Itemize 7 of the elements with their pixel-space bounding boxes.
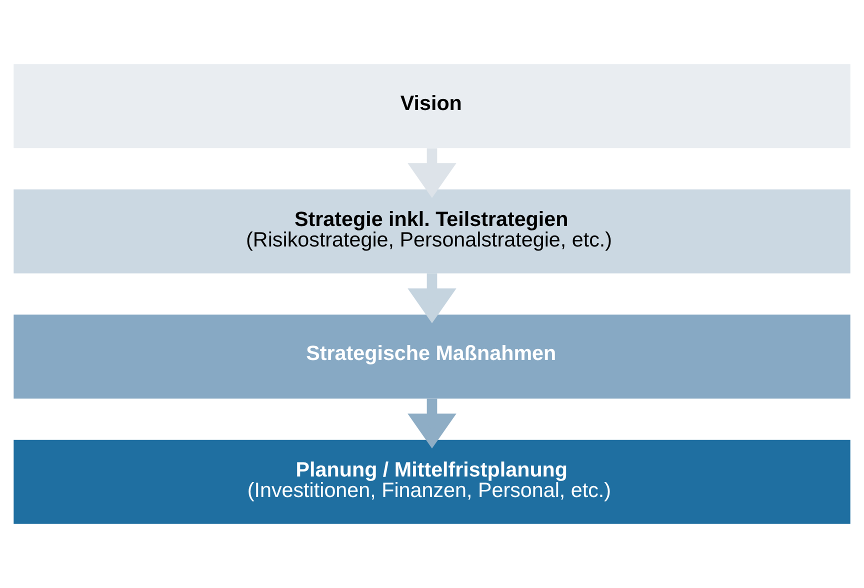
arrow xyxy=(408,148,456,198)
node-box: Planung / Mittelfristplanung (Investitionen, Finanzen, Personal, etc.) xyxy=(14,440,850,524)
node-box: Vision xyxy=(14,64,850,148)
arrow xyxy=(408,398,456,448)
node-box: Strategie inkl. Teilstrategien (Risikostrategie, Personalstrategie, etc.) xyxy=(14,189,850,274)
node-box: Strategische Maßnahmen xyxy=(14,314,850,399)
arrow xyxy=(408,274,456,324)
